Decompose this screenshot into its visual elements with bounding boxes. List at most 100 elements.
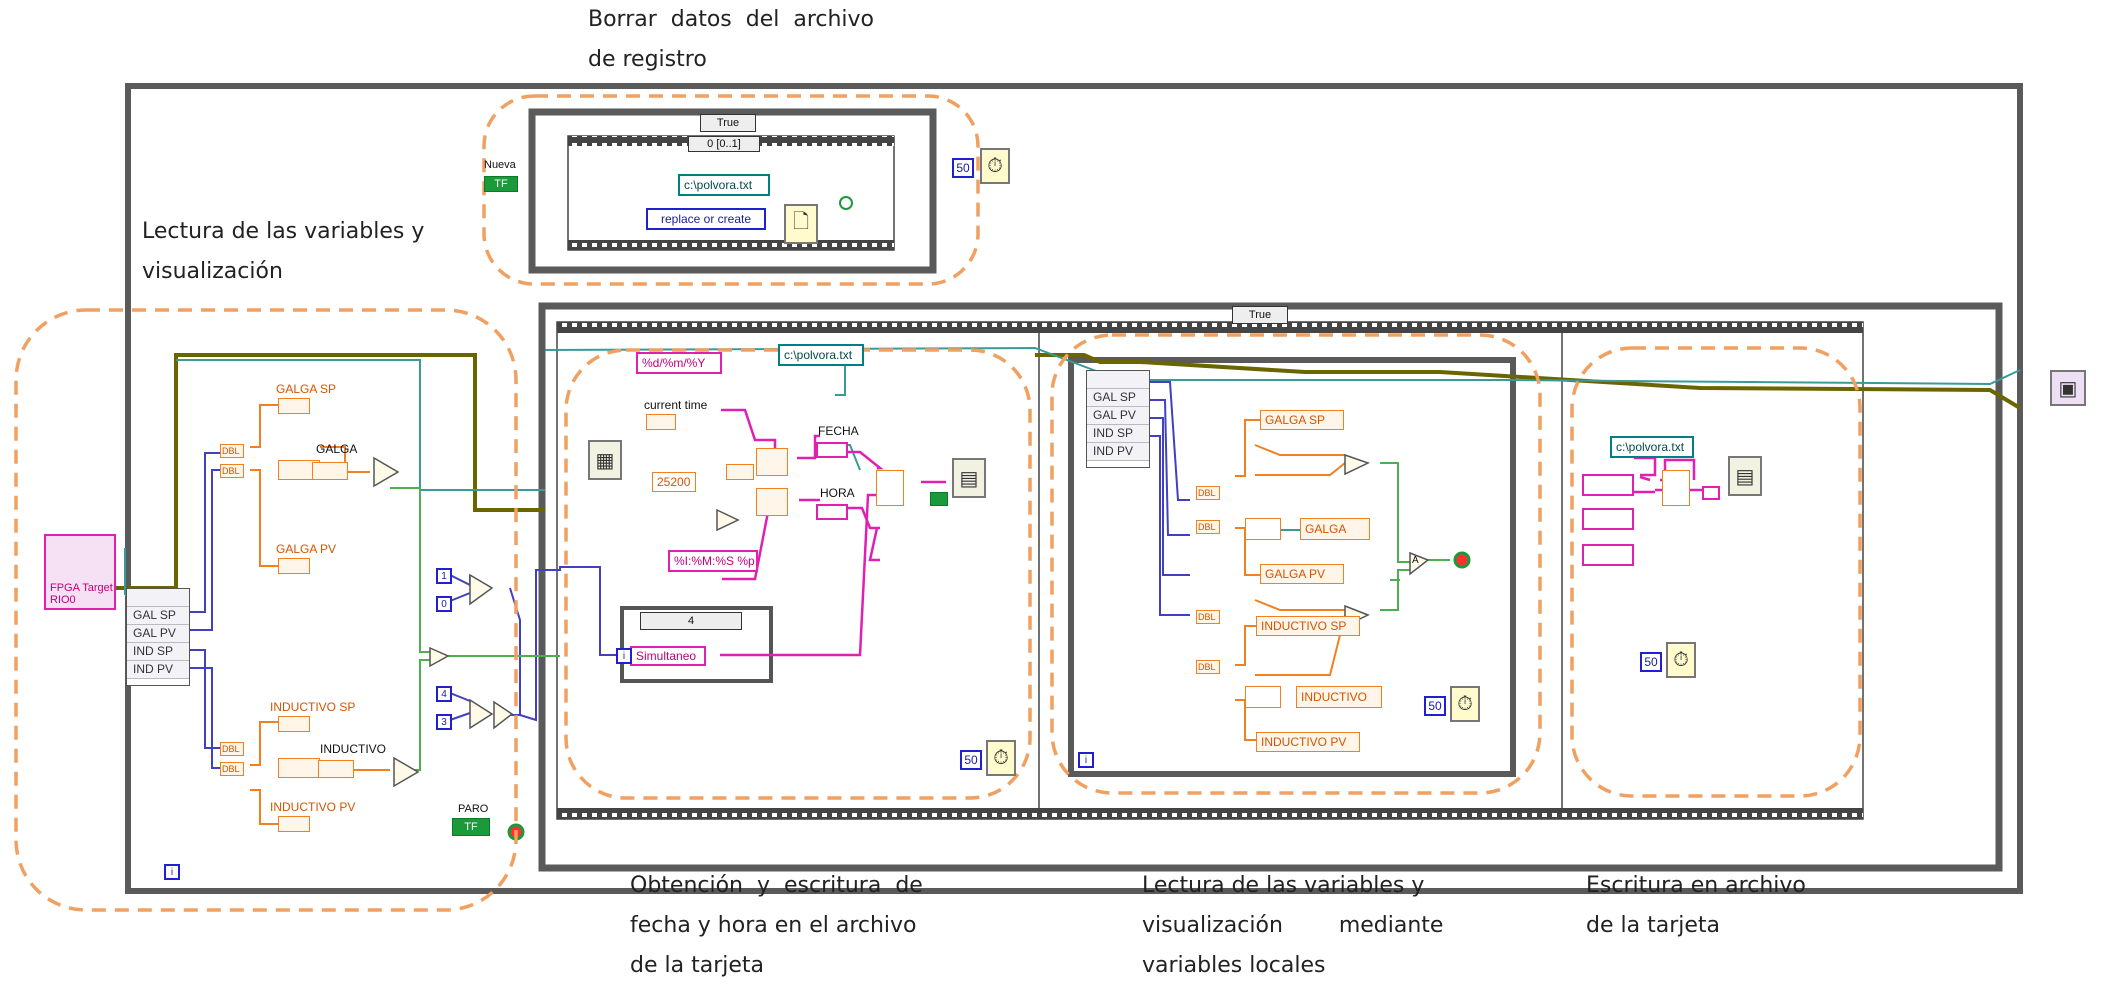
select-operator: [469, 573, 494, 606]
galga-sp-label: GALGA SP: [276, 382, 337, 396]
local-inductivo-sp: INDUCTIVO SP: [1256, 616, 1360, 636]
local-variable-node: GAL SP GAL PV IND SP IND PV: [1086, 370, 1150, 468]
fpga-row-gal-sp: GAL SP: [127, 607, 189, 625]
constant-3: 3: [436, 714, 452, 730]
galga-sp-indicator: [278, 398, 310, 414]
file-mode-constant[interactable]: replace or create: [646, 208, 766, 230]
fpga-row-ind-sp: IND SP: [127, 643, 189, 661]
inductivo-pv-label: INDUCTIVO PV: [270, 800, 356, 814]
wait-ms-constant: 50: [960, 750, 982, 770]
inner-loop-iteration: i: [1078, 752, 1094, 768]
local-galga-pv: GALGA PV: [1260, 564, 1344, 584]
or-operator: [493, 700, 514, 730]
local-inductivo-scale: [1245, 686, 1281, 708]
dbl-conversion: DBL: [1196, 486, 1220, 500]
inductivo-label: INDUCTIVO: [320, 742, 386, 756]
local-inductivo: INDUCTIVO: [1296, 686, 1382, 708]
get-time-icon: ▦: [588, 440, 622, 480]
current-time-indicator: [646, 414, 676, 430]
string-array-constant: [1582, 508, 1634, 530]
main-case-selector[interactable]: True: [1232, 306, 1288, 324]
gt-operator: [1344, 453, 1370, 476]
constant-0: 0: [436, 596, 452, 612]
wait-ms-constant: 50: [1424, 696, 1446, 716]
date-format-constant: %d/%m/%Y: [636, 352, 722, 374]
gt-operator: [393, 756, 420, 788]
local-row-gal-pv: GAL PV: [1087, 407, 1149, 425]
nueva-control[interactable]: TF: [484, 176, 518, 192]
annotation-borrar: Borrar datos del archivo de registro: [588, 7, 875, 72]
local-galga-sp: GALGA SP: [1260, 410, 1344, 430]
or-operator: [429, 646, 450, 668]
fpga-read-node: GAL SP GAL PV IND SP IND PV: [126, 588, 190, 686]
loop-iteration-terminal: i: [164, 864, 180, 880]
annotation-region-escritura: [1570, 346, 1862, 798]
hora-label: HORA: [820, 486, 855, 500]
hora-indicator: [816, 504, 848, 520]
top-case-selector[interactable]: True: [700, 114, 756, 132]
wait-icon: ⏱: [1450, 686, 1480, 722]
dbl-conversion: DBL: [1196, 660, 1220, 674]
inductivo-pv-indicator: [278, 816, 310, 832]
top-case-structure: [528, 108, 937, 274]
format-date-node: [756, 448, 788, 476]
local-inductivo-pv: INDUCTIVO PV: [1256, 732, 1360, 752]
path-constant: c:\polvora.txt: [778, 344, 864, 366]
local-galga-scale: [1245, 518, 1281, 540]
local-galga: GALGA: [1300, 518, 1370, 540]
fecha-indicator: [816, 442, 848, 458]
gt-operator: [373, 456, 400, 488]
galga-pv-indicator: [278, 558, 310, 574]
local-row-gal-sp: GAL SP: [1087, 389, 1149, 407]
inductivo-scale-subvi: [278, 758, 320, 778]
constant-1: 1: [436, 568, 452, 584]
wait-ms-constant: 50: [1640, 652, 1662, 672]
inductivo-indicator: [318, 760, 354, 778]
galga-pv-label: GALGA PV: [276, 542, 337, 556]
paro-control[interactable]: TF: [452, 818, 490, 836]
simultaneo-constant: Simultaneo: [630, 646, 706, 666]
close-fpga-icon: ▣: [2050, 370, 2086, 406]
time-format-constant: %I:%M:%S %p: [668, 550, 758, 572]
string-array-constant: [1582, 544, 1634, 566]
case-terminal: i: [616, 648, 632, 664]
annotation-region-locales: [1050, 333, 1542, 795]
wait-ms-constant: 50: [952, 158, 974, 178]
build-array-node: [1662, 470, 1690, 506]
wait-icon: ⏱: [980, 148, 1010, 184]
wait-icon: ⏱: [1666, 642, 1696, 678]
dbl-conversion: DBL: [220, 762, 244, 776]
annotation-locales: Lectura de las variables y visualización…: [1142, 873, 1444, 978]
to-double-node: [726, 464, 754, 480]
add-operator: [716, 508, 740, 532]
local-row-ind-sp: IND SP: [1087, 425, 1149, 443]
format-time-node: [756, 488, 788, 516]
fpga-row-ind-pv: IND PV: [127, 661, 189, 679]
annotation-region-lectura: [14, 308, 518, 912]
dbl-conversion: DBL: [220, 464, 244, 478]
write-path-constant: c:\polvora.txt: [1610, 436, 1694, 458]
dbl-conversion: DBL: [220, 444, 244, 458]
paro-label: PARO: [458, 803, 489, 815]
top-sequence-selector[interactable]: 0 [0..1]: [688, 136, 760, 152]
galga-indicator: [312, 462, 348, 480]
write-spreadsheet-icon: ▤: [1728, 456, 1762, 496]
inner-while-loop: [1068, 357, 1516, 777]
dbl-conversion: DBL: [220, 742, 244, 756]
append-constant: [1702, 486, 1720, 500]
simultaneo-case-selector[interactable]: 4: [640, 612, 742, 630]
open-file-icon: 🗋: [784, 204, 818, 244]
fpga-row-gal-pv: GAL PV: [127, 625, 189, 643]
constant-25200: 25200: [652, 472, 696, 492]
annotation-lectura: Lectura de las variables y visualización: [142, 219, 425, 284]
wait-icon: ⏱: [986, 740, 1016, 776]
annotation-obtencion: Obtención y escritura de fecha y hora en…: [630, 873, 923, 978]
fpga-target-reference[interactable]: FPGA Target RIO0: [44, 534, 116, 610]
constant-4: 4: [436, 686, 452, 702]
current-time-label: current time: [644, 398, 708, 412]
append-true-constant: [930, 492, 948, 506]
inductivo-sp-label: INDUCTIVO SP: [270, 700, 356, 714]
galga-label: GALGA: [316, 442, 358, 456]
write-spreadsheet-icon: ▤: [952, 458, 986, 498]
